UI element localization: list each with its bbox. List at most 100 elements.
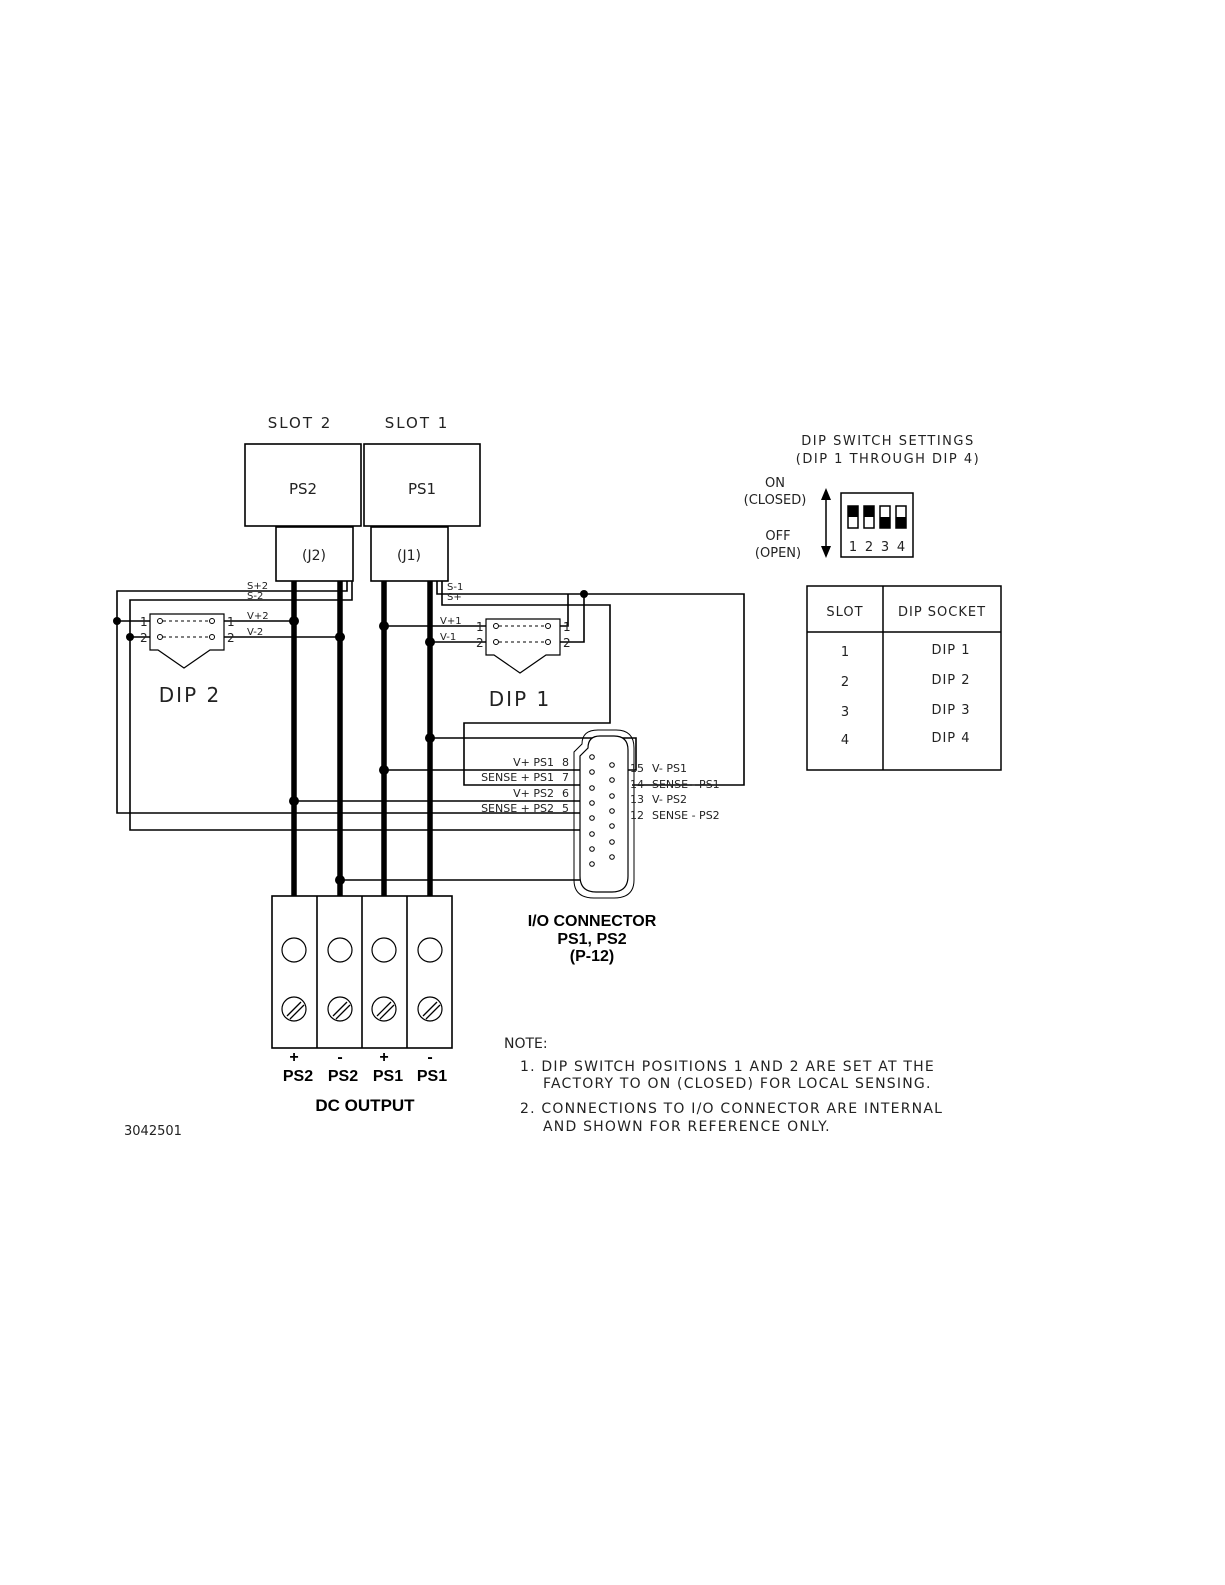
svg-text:PS2: PS2 — [328, 1068, 358, 1085]
svg-text:1: 1 — [476, 620, 484, 634]
terminal-labels: + - + - PS2 PS2 PS1 PS1 — [283, 1049, 447, 1085]
svg-text:SENSE - PS2: SENSE - PS2 — [652, 809, 720, 822]
svg-text:S-1: S-1 — [447, 582, 463, 593]
sense-wiring — [116, 581, 745, 881]
svg-text:S+: S+ — [447, 592, 462, 603]
svg-text:+: + — [289, 1049, 298, 1066]
svg-text:15: 15 — [630, 762, 644, 775]
svg-text:4: 4 — [897, 540, 905, 555]
svg-text:PS1: PS1 — [417, 1068, 447, 1085]
ps2-label: PS2 — [289, 480, 317, 498]
dip-settings-title: DIP SWITCH SETTINGS — [801, 434, 974, 449]
io-connector-subtitle: PS1, PS2 — [557, 931, 626, 948]
svg-text:5: 5 — [562, 802, 569, 815]
svg-text:+: + — [379, 1049, 388, 1066]
notes-title: NOTE: — [504, 1036, 548, 1052]
note-1-line-1: 1. DIP SWITCH POSITIONS 1 AND 2 ARE SET … — [520, 1059, 935, 1075]
table-header-dip-socket: DIP SOCKET — [898, 605, 986, 620]
dc-output-label: DC OUTPUT — [315, 1096, 415, 1115]
ps1-label: PS1 — [408, 480, 436, 498]
figure-id: 3042501 — [124, 1124, 182, 1139]
svg-text:7: 7 — [562, 771, 569, 784]
io-connector — [573, 729, 635, 899]
ps1-module — [363, 443, 481, 527]
svg-text:V-2: V-2 — [247, 627, 263, 638]
svg-text:V-1: V-1 — [440, 632, 456, 643]
svg-text:2: 2 — [865, 540, 873, 555]
svg-text:2: 2 — [140, 631, 148, 645]
dip2-label: DIP 2 — [159, 683, 221, 707]
dip-toggle-knob-1 — [848, 506, 858, 517]
j2-connector — [275, 526, 354, 582]
table-cell: 1 — [841, 645, 849, 660]
output-busses — [291, 581, 433, 896]
dip2-switch: 1 2 1 2 — [140, 613, 235, 669]
table-cell: DIP 2 — [931, 673, 970, 688]
dip1-label: DIP 1 — [489, 687, 551, 711]
svg-text:S-2: S-2 — [247, 591, 263, 602]
svg-text:1: 1 — [563, 620, 571, 634]
svg-text:PS2: PS2 — [283, 1068, 313, 1085]
svg-text:S+2: S+2 — [247, 581, 268, 592]
svg-text:1: 1 — [227, 615, 235, 629]
svg-text:V+ PS1: V+ PS1 — [513, 756, 554, 769]
table-cell: 4 — [841, 733, 849, 748]
svg-text:2: 2 — [227, 631, 235, 645]
dip-settings-subtitle: (DIP 1 THROUGH DIP 4) — [796, 452, 980, 467]
on-off-arrow-icon — [821, 488, 831, 558]
dip-position-labels: 1 2 3 4 — [849, 540, 905, 555]
svg-text:8: 8 — [562, 756, 569, 769]
off-label: OFF — [765, 529, 790, 544]
svg-text:-: - — [337, 1049, 342, 1066]
junction-dots — [113, 590, 588, 885]
table-header-slot: SLOT — [826, 605, 863, 620]
svg-text:6: 6 — [562, 787, 569, 800]
connector-pin-labels: V+ PS1 8 SENSE + PS1 7 V+ PS2 6 SENSE + … — [481, 756, 720, 822]
svg-text:2: 2 — [563, 636, 571, 650]
svg-text:-: - — [427, 1049, 432, 1066]
io-connector-part: (P-12) — [570, 948, 614, 965]
svg-text:V- PS2: V- PS2 — [652, 793, 687, 806]
dip-switch-diagram — [840, 492, 914, 558]
table-cell: 2 — [841, 675, 849, 690]
wire-labels: S+2 S-2 V+2 V-2 S-1 S+ V+1 V-1 — [247, 581, 463, 643]
closed-label: (CLOSED) — [744, 493, 807, 508]
svg-text:SENSE + PS1: SENSE + PS1 — [481, 771, 554, 784]
svg-text:2: 2 — [476, 636, 484, 650]
svg-text:1: 1 — [140, 615, 148, 629]
slot1-label: SLOT 1 — [385, 414, 450, 432]
slot2-label: SLOT 2 — [268, 414, 333, 432]
dip-toggle-knob-4 — [896, 517, 906, 528]
j2-label: (J2) — [302, 548, 326, 564]
slot-table: SLOT DIP SOCKET 1 DIP 1 2 DIP 2 3 DIP 3 … — [806, 585, 1002, 771]
j1-connector — [370, 526, 449, 582]
svg-text:14: 14 — [630, 778, 644, 791]
notes: NOTE: 1. DIP SWITCH POSITIONS 1 AND 2 AR… — [504, 1036, 943, 1135]
dip-toggle-knob-3 — [880, 517, 890, 528]
note-2-line-2: AND SHOWN FOR REFERENCE ONLY. — [543, 1119, 831, 1135]
table-cell: DIP 4 — [931, 731, 970, 746]
svg-text:V+1: V+1 — [440, 616, 462, 627]
table-cell: 3 — [841, 705, 849, 720]
svg-text:PS1: PS1 — [373, 1068, 403, 1085]
svg-text:V- PS1: V- PS1 — [652, 762, 687, 775]
svg-text:V+2: V+2 — [247, 611, 269, 622]
on-label: ON — [765, 476, 785, 491]
terminal-block — [271, 895, 453, 1049]
svg-text:3: 3 — [881, 540, 889, 555]
svg-text:SENSE - PS1: SENSE - PS1 — [652, 778, 720, 791]
svg-text:13: 13 — [630, 793, 644, 806]
ps2-module — [244, 443, 362, 527]
note-1-line-2: FACTORY TO ON (CLOSED) FOR LOCAL SENSING… — [543, 1076, 932, 1092]
svg-text:1: 1 — [849, 540, 857, 555]
table-cell: DIP 1 — [931, 643, 970, 658]
note-2-line-1: 2. CONNECTIONS TO I/O CONNECTOR ARE INTE… — [520, 1101, 943, 1117]
io-connector-title: I/O CONNECTOR — [528, 913, 657, 930]
dip1-switch: 1 2 1 2 — [476, 618, 571, 674]
svg-text:SENSE + PS2: SENSE + PS2 — [481, 802, 554, 815]
open-label: (OPEN) — [755, 546, 801, 561]
j1-label: (J1) — [397, 548, 421, 564]
table-cell: DIP 3 — [931, 703, 970, 718]
svg-text:12: 12 — [630, 809, 644, 822]
